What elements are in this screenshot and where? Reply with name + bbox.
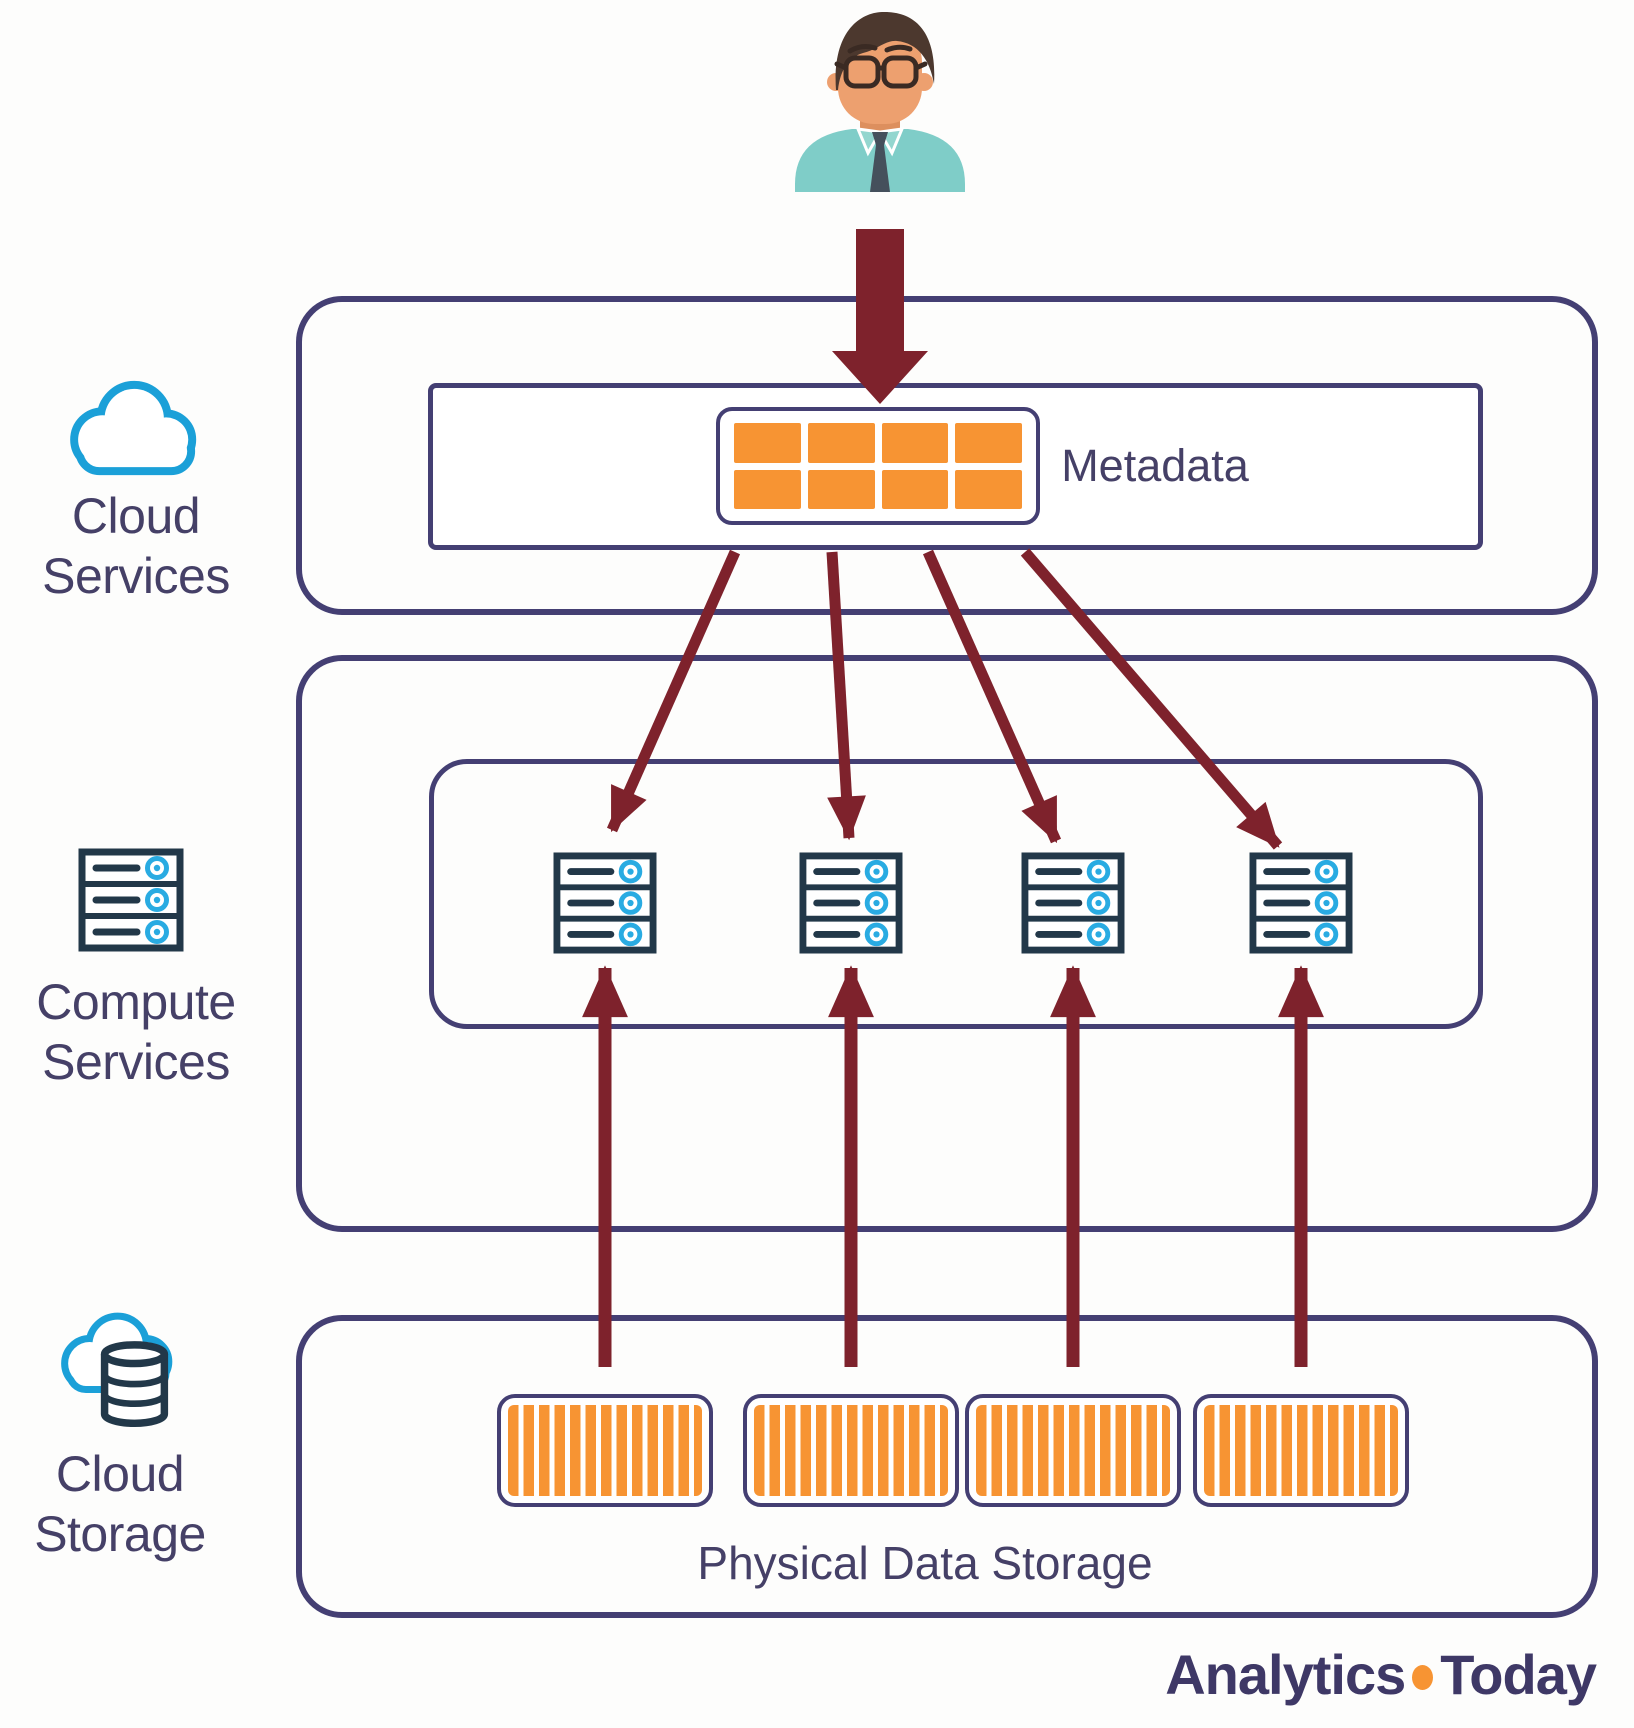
- stripes: [976, 1405, 1170, 1496]
- metadata-table-icon: [716, 407, 1040, 525]
- table-cell: [881, 423, 949, 463]
- compute-services-label: Compute Services: [6, 972, 266, 1092]
- table-cell: [734, 423, 801, 463]
- cloud-services-label-line2: Services: [42, 548, 230, 604]
- cloud-storage-label-line1: Cloud: [55, 1446, 185, 1502]
- analytics-today-logo: Analytics Today: [1165, 1638, 1597, 1710]
- cloud-storage-label: Cloud Storage: [0, 1444, 250, 1564]
- brand-part2: Today: [1440, 1642, 1597, 1706]
- table-cell: [807, 423, 875, 463]
- cloud-storage-label-line2: Storage: [34, 1506, 206, 1562]
- glasses-icon: [834, 44, 928, 89]
- server-stack-icon: [82, 852, 180, 948]
- data-partition-block: [965, 1394, 1181, 1507]
- stripes: [1204, 1405, 1398, 1496]
- physical-data-storage-caption: Physical Data Storage: [697, 1537, 1153, 1589]
- virtual-warehouse-group-box: [429, 759, 1483, 1029]
- table-cell: [955, 469, 1022, 509]
- table-cell: [734, 469, 801, 509]
- table-cell: [955, 423, 1022, 463]
- cloud-services-label: Cloud Services: [6, 486, 266, 606]
- table-cell: [807, 469, 875, 509]
- metadata-label: Metadata: [1061, 440, 1249, 491]
- cloud-storage-layer-box: [296, 1315, 1598, 1618]
- brand-part1: Analytics: [1165, 1642, 1406, 1706]
- stripes: [508, 1405, 702, 1496]
- cloud-icon: [78, 389, 188, 467]
- cloud-services-label-line1: Cloud: [71, 488, 201, 544]
- cloud-database-icon: [68, 1320, 165, 1424]
- data-partition-block: [743, 1394, 959, 1507]
- brand-dot-icon: [1412, 1664, 1434, 1690]
- compute-services-label-line1: Compute: [36, 974, 236, 1030]
- data-partition-block: [497, 1394, 713, 1507]
- stripes: [754, 1405, 948, 1496]
- compute-services-label-line2: Services: [42, 1034, 230, 1090]
- user-avatar-icon: [795, 11, 965, 192]
- table-cell: [881, 469, 949, 509]
- data-partition-block: [1193, 1394, 1409, 1507]
